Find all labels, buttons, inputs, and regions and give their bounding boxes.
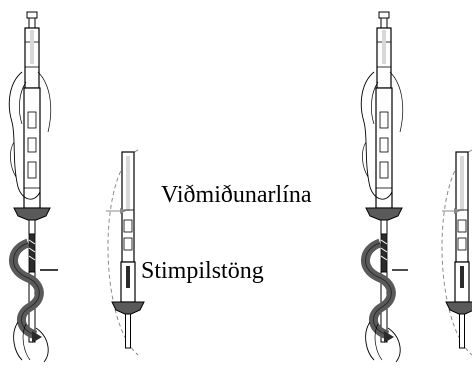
- syringe-detail-right: [442, 150, 472, 355]
- plunger-rod-label: Stimpilstöng: [141, 259, 264, 283]
- reference-line-label: Viðmiðunarlína: [161, 183, 312, 207]
- syringe-detail-left: [108, 150, 144, 355]
- twist-arrow-icon: [13, 243, 42, 343]
- syringe-left: [14, 12, 50, 342]
- twist-arrow-icon: [365, 243, 394, 343]
- syringe-right: [366, 12, 402, 342]
